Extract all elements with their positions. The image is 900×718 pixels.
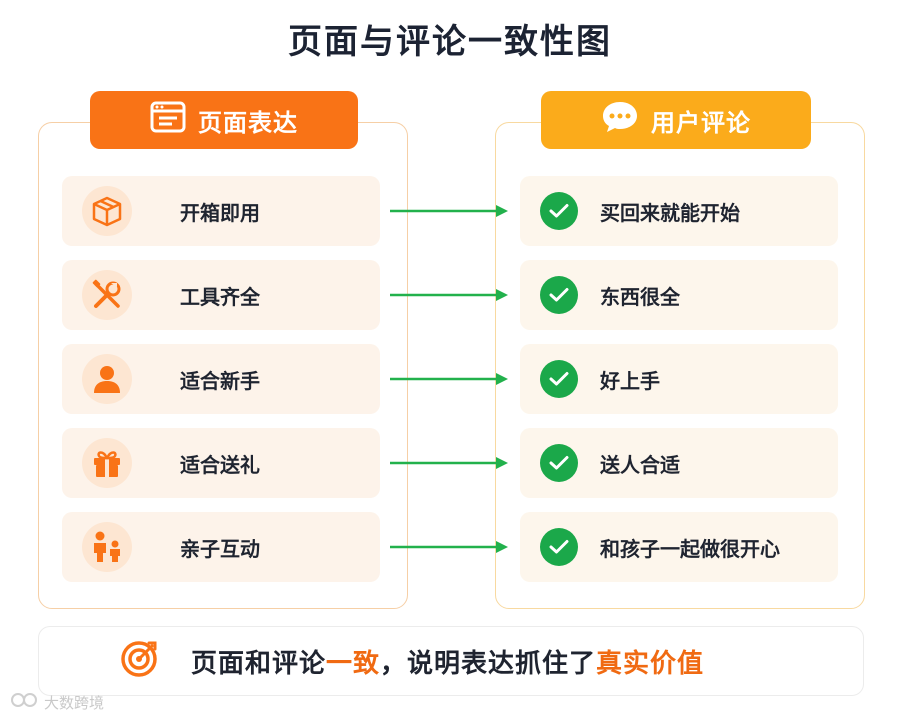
conclusion-part-2: ，说明表达抓住了: [380, 648, 597, 679]
feature-label: 亲子互动: [180, 536, 260, 561]
feature-row: 工具齐全: [62, 260, 380, 330]
chat-bubble-icon: [601, 100, 639, 140]
feature-label: 工具齐全: [180, 284, 260, 309]
check-icon: [540, 360, 578, 398]
review-label: 东西很全: [600, 284, 680, 309]
review-label: 送人合适: [600, 452, 680, 477]
feature-row: 亲子互动: [62, 512, 380, 582]
review-row: 送人合适: [520, 428, 838, 498]
arrow-1: [390, 205, 508, 217]
watermark-text: 大数跨境: [44, 693, 105, 712]
arrow-4: [390, 457, 508, 469]
check-icon: [540, 276, 578, 314]
watermark: 大数跨境: [10, 690, 104, 714]
check-icon: [540, 444, 578, 482]
conclusion-part-1: 页面和评论: [191, 648, 327, 679]
review-row: 买回来就能开始: [520, 176, 838, 246]
left-panel-header-label: 页面表达: [198, 108, 298, 137]
review-label: 和孩子一起做很开心: [600, 536, 780, 561]
review-row: 好上手: [520, 344, 838, 414]
target-icon: [119, 639, 159, 683]
feature-row: 适合新手: [62, 344, 380, 414]
left-panel-header: 页面表达: [90, 91, 358, 149]
diagram-title: 页面与评论一致性图: [288, 22, 612, 62]
review-label: 好上手: [600, 368, 660, 393]
conclusion-highlight-1: 一致: [326, 648, 381, 679]
feature-label: 适合送礼: [180, 452, 260, 477]
gift-icon: [82, 438, 132, 488]
right-panel-header-label: 用户评论: [651, 108, 751, 137]
tools-icon: [82, 270, 132, 320]
arrow-2: [390, 289, 508, 301]
review-row: 东西很全: [520, 260, 838, 330]
parent-child-icon: [82, 522, 132, 572]
conclusion-text: 页面和评论一致，说明表达抓住了真实价值: [191, 643, 704, 680]
box-icon: [82, 186, 132, 236]
check-icon: [540, 528, 578, 566]
conclusion-highlight-2: 真实价值: [596, 648, 705, 679]
check-icon: [540, 192, 578, 230]
watermark-logo-icon: [10, 690, 40, 714]
right-panel-header: 用户评论: [541, 91, 811, 149]
feature-row: 适合送礼: [62, 428, 380, 498]
conclusion-bar: 页面和评论一致，说明表达抓住了真实价值: [38, 626, 864, 696]
review-label: 买回来就能开始: [600, 200, 740, 225]
arrow-3: [390, 373, 508, 385]
feature-label: 适合新手: [180, 368, 260, 393]
feature-row: 开箱即用: [62, 176, 380, 246]
person-icon: [82, 354, 132, 404]
browser-window-icon: [150, 101, 186, 139]
review-row: 和孩子一起做很开心: [520, 512, 838, 582]
feature-label: 开箱即用: [180, 200, 260, 225]
arrow-5: [390, 541, 508, 553]
